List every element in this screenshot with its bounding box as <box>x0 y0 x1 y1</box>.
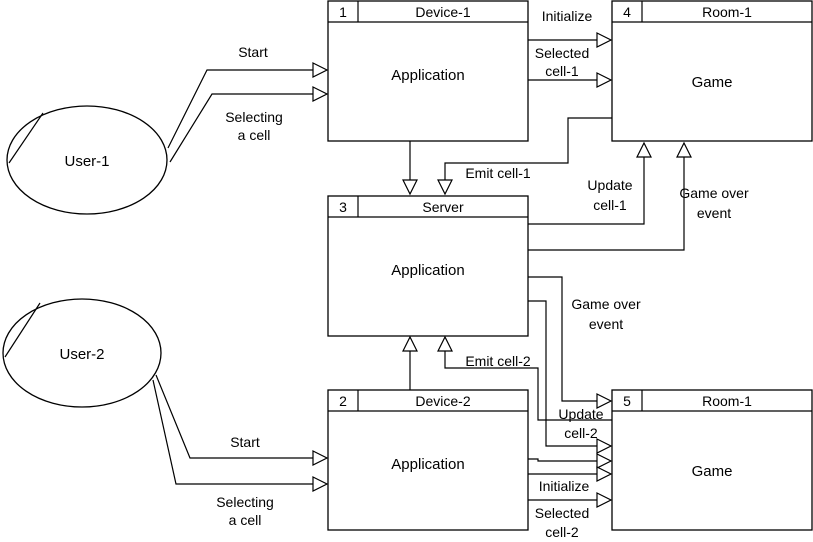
node-number: 5 <box>623 393 631 409</box>
arrowhead <box>312 476 329 492</box>
edge-user2-select <box>152 379 313 485</box>
node-number: 4 <box>623 4 631 20</box>
arrowhead <box>596 453 613 469</box>
node-title: Room-1 <box>702 4 752 20</box>
label-gameover-top-line2: event <box>697 205 731 221</box>
arrowhead <box>636 141 652 158</box>
label-user2-select-line2: a cell <box>229 512 262 528</box>
node-title: Device-1 <box>415 4 470 20</box>
label-d1-selected-line2: cell-1 <box>545 63 579 79</box>
label-gameover-bottom-line2: event <box>589 316 623 332</box>
label-user1-select-line1: Selecting <box>225 109 283 125</box>
node-body: Game <box>692 74 733 91</box>
edge-room1-emit <box>444 117 612 180</box>
label-update-cell1-line2: cell-1 <box>593 197 627 213</box>
label-d2-initialize: Initialize <box>539 478 590 494</box>
label-user1-start: Start <box>238 44 268 60</box>
node-body: Application <box>391 262 464 279</box>
actor-label: User-1 <box>64 153 109 170</box>
label-d2-selected-line1: Selected <box>535 505 589 521</box>
node-body: Game <box>692 463 733 480</box>
node-title: Room-1 <box>702 393 752 409</box>
edge-user1-select <box>169 93 313 163</box>
edge-user1-start <box>167 69 313 149</box>
node-server: 3 Server Application <box>327 195 529 337</box>
node-number: 2 <box>339 393 347 409</box>
node-room1-top: 4 Room-1 Game <box>611 0 813 142</box>
label-update-cell2-line2: cell-2 <box>564 425 598 441</box>
edge-server-update1 <box>528 157 645 225</box>
edge-server-update2 <box>528 300 597 447</box>
edge-d2-start-room <box>528 458 597 462</box>
node-number: 1 <box>339 4 347 20</box>
label-update-cell2-line1: Update <box>558 406 603 422</box>
edge-server-gameover2 <box>528 276 597 402</box>
arrowhead <box>596 466 613 482</box>
node-title: Device-2 <box>415 393 470 409</box>
node-body: Application <box>391 67 464 84</box>
label-gameover-top-line1: Game over <box>679 185 749 201</box>
label-emit-cell2: Emit cell-2 <box>465 353 531 369</box>
arrowhead <box>596 393 613 409</box>
arrowhead <box>402 179 418 196</box>
label-update-cell1-line1: Update <box>587 177 632 193</box>
label-user2-select-line1: Selecting <box>216 494 274 510</box>
arrowhead <box>596 492 613 508</box>
actor-label: User-2 <box>59 346 104 363</box>
arrowhead <box>402 335 418 352</box>
edge-server-gameover1 <box>528 157 685 251</box>
arrowhead <box>596 72 613 88</box>
node-room1-bottom: 5 Room-1 Game <box>611 389 813 531</box>
edge-user2-start <box>155 374 313 459</box>
arrowhead <box>312 62 329 78</box>
arrowhead <box>312 450 329 466</box>
label-d1-selected-line1: Selected <box>535 45 589 61</box>
arrowhead <box>437 179 453 196</box>
arrowhead <box>437 335 453 352</box>
arrowhead <box>312 86 329 102</box>
arrowhead <box>596 32 613 48</box>
label-emit-cell1: Emit cell-1 <box>465 165 531 181</box>
node-body: Application <box>391 456 464 473</box>
label-d1-initialize: Initialize <box>542 8 593 24</box>
node-device2: 2 Device-2 Application <box>327 389 529 531</box>
arrowhead <box>676 141 692 158</box>
node-number: 3 <box>339 199 347 215</box>
label-user1-select-line2: a cell <box>238 127 271 143</box>
label-user2-start: Start <box>230 434 260 450</box>
node-title: Server <box>422 199 464 215</box>
label-gameover-bottom-line1: Game over <box>571 296 641 312</box>
actor-user2: User-2 <box>2 298 162 408</box>
label-d2-selected-line2: cell-2 <box>545 524 579 540</box>
node-device1: 1 Device-1 Application <box>327 0 529 142</box>
actor-user1: User-1 <box>6 105 168 215</box>
arrowhead <box>596 438 613 454</box>
edge-room2-emit <box>444 351 612 421</box>
